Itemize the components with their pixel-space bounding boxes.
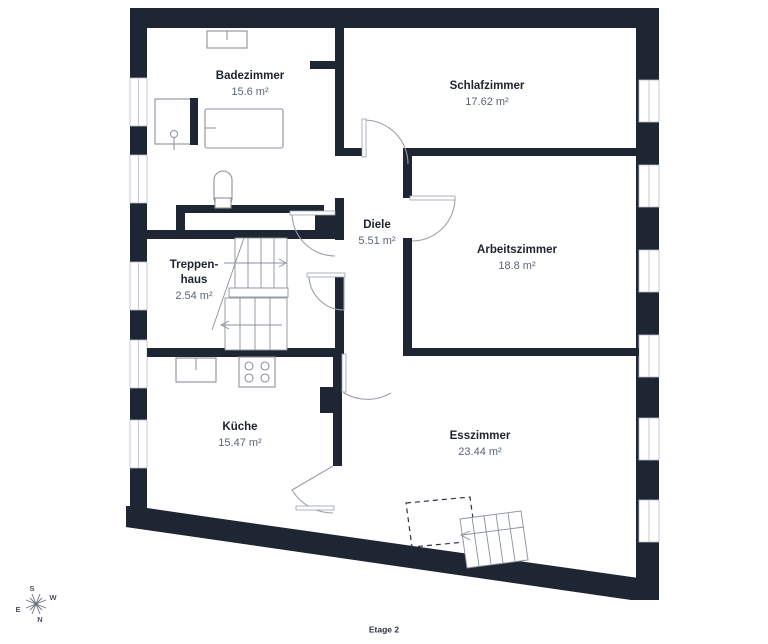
wall-arbeit-bottom — [403, 348, 639, 356]
wall-schlaf-bottom-a — [344, 148, 364, 156]
treppenhaus-staircase — [211, 237, 289, 351]
wall-stub-bad — [310, 61, 336, 69]
outer-wall-shell — [126, 8, 659, 600]
door-esszimmer — [341, 353, 392, 400]
room-label-esszimmer: Esszimmer — [450, 430, 511, 442]
door-arbeitszimmer — [409, 195, 456, 242]
staircase-down — [219, 297, 288, 351]
badezimmer-fixtures — [154, 30, 284, 209]
window-left-5 — [129, 419, 148, 469]
wall-bad-bottom-upper — [176, 205, 324, 213]
window-right-4 — [638, 334, 660, 378]
door-kueche — [291, 465, 335, 514]
door-treppenhaus — [306, 272, 346, 311]
room-area-badezimmer: 15.6 m² — [231, 86, 269, 98]
compass-label-bottom: N — [37, 615, 42, 624]
compass-star — [25, 593, 47, 615]
wall-bad-jog — [176, 205, 185, 238]
door-group — [289, 118, 456, 514]
esszimmer-staircase — [405, 496, 529, 569]
room-label-treppenhaus-line2: haus — [181, 274, 208, 286]
window-right-2 — [638, 164, 660, 208]
room-label-diele: Diele — [363, 219, 391, 231]
interior-walls — [147, 28, 639, 466]
window-right-3 — [638, 249, 660, 293]
door-schlafzimmer — [361, 118, 409, 165]
wall-bad-schlaf — [335, 28, 344, 156]
room-area-kueche: 15.47 m² — [218, 437, 262, 449]
kueche-fixtures — [175, 356, 276, 388]
room-label-schlafzimmer: Schlafzimmer — [450, 80, 525, 92]
compass-center-dot — [34, 602, 38, 606]
window-right-1 — [638, 79, 660, 123]
stove-top — [238, 356, 276, 388]
room-label-kueche: Küche — [222, 421, 257, 433]
shower — [154, 98, 198, 150]
toilet — [213, 170, 233, 209]
wall-kueche-door-jamb — [320, 387, 334, 413]
wall-schlaf-bottom-b — [403, 148, 639, 156]
door-badezimmer — [289, 210, 336, 257]
room-area-treppenhaus: 2.54 m² — [175, 290, 213, 302]
footer-etage-label: Etage 2 — [369, 624, 400, 634]
window-group-left-wall — [129, 77, 148, 469]
wall-bad-bottom-main — [147, 230, 344, 239]
wall-diele-lower-left — [335, 275, 344, 353]
window-right-6 — [638, 499, 660, 543]
window-right-5 — [638, 417, 660, 461]
window-left-2 — [129, 154, 148, 204]
wall-kueche-esszimmer — [333, 356, 342, 466]
wall-kueche-top — [147, 348, 344, 357]
room-label-badezimmer: Badezimmer — [216, 70, 285, 82]
compass-label-top: S — [29, 584, 34, 593]
staircase-up — [211, 237, 288, 331]
compass-label-left: E — [15, 605, 20, 614]
wall-diele-arbeit-a — [403, 148, 412, 198]
window-left-1 — [129, 77, 148, 127]
room-labels: Badezimmer 15.6 m² Schlafzimmer 17.62 m²… — [170, 70, 558, 458]
room-label-arbeitszimmer: Arbeitszimmer — [477, 244, 557, 256]
room-area-esszimmer: 23.44 m² — [458, 446, 502, 458]
window-left-4 — [129, 339, 148, 389]
wall-treppe-right-top — [335, 230, 344, 240]
bathtub — [204, 108, 284, 149]
room-area-schlafzimmer: 17.62 m² — [465, 96, 509, 108]
staircase-angled — [459, 510, 529, 569]
room-label-treppenhaus-line1: Treppen- — [170, 259, 219, 271]
wall-diele-arbeit-b — [403, 238, 412, 356]
sink — [175, 357, 217, 383]
window-group-right-wall — [638, 79, 660, 543]
stair-landing — [228, 287, 289, 298]
room-area-diele: 5.51 m² — [358, 235, 396, 247]
window-left-3 — [129, 261, 148, 311]
compass-label-right: W — [49, 593, 57, 602]
compass-rose: S W E N — [15, 584, 57, 624]
room-area-arbeitszimmer: 18.8 m² — [498, 260, 536, 272]
bath-top-cabinet — [206, 30, 248, 49]
